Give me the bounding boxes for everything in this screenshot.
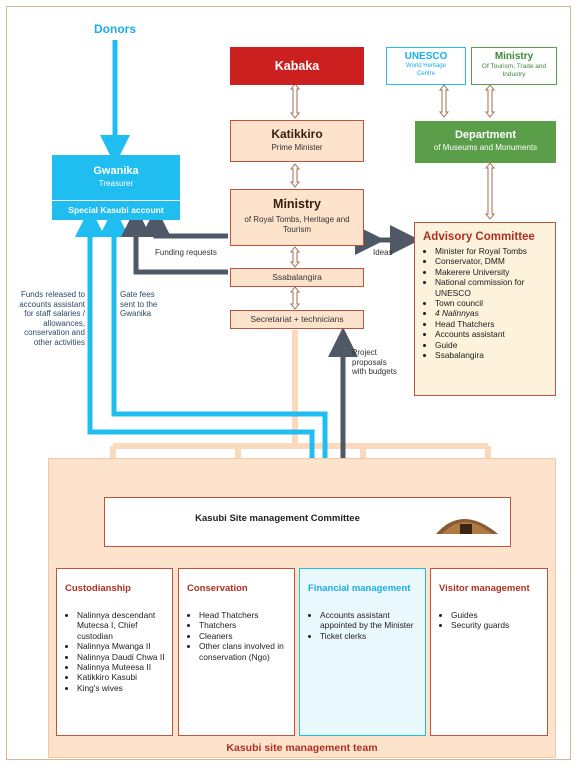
advisory-member: Town council xyxy=(435,298,549,308)
gwanika-subtitle: Treasurer xyxy=(98,179,134,188)
custodianship-item: Nalinnya Mwanga II xyxy=(77,641,166,651)
funds-released-label: Funds released to accounts assistant for… xyxy=(19,290,85,347)
advisory-members-list: Minister for Royal Tombs Conservator, DM… xyxy=(423,246,549,360)
department-title: Department xyxy=(454,129,517,141)
custodianship-title: Custodianship xyxy=(65,583,131,594)
advisory-member: National commission for UNESCO xyxy=(435,277,549,298)
advisory-member: Conservator, DMM xyxy=(435,256,549,266)
unesco-subtitle: World Heritage Centre xyxy=(406,63,446,77)
conservation-item: Cleaners xyxy=(199,631,288,641)
conservation-list: Head Thatchers Thatchers Cleaners Other … xyxy=(187,610,288,662)
visitor-management-panel: Visitor management Guides Security guard… xyxy=(430,568,548,736)
site-management-team-title: Kasubi site management team xyxy=(226,742,378,754)
advisory-member: Minister for Royal Tombs xyxy=(435,246,549,256)
conservation-item: Head Thatchers xyxy=(199,610,288,620)
visitor-management-item: Security guards xyxy=(451,620,541,630)
tomb-hut-icon xyxy=(436,519,498,534)
gate-fees-label: Gate fees sent to the Gwanika xyxy=(120,290,158,318)
site-committee-box: Kasubi Site management Committee xyxy=(104,497,511,547)
advisory-committee-box: Advisory Committee Minister for Royal To… xyxy=(414,222,556,396)
advisory-member: Accounts assistant xyxy=(435,329,549,339)
ssabalangira-box: Ssabalangira xyxy=(230,268,364,287)
financial-management-item: Accounts assistant appointed by the Mini… xyxy=(320,610,419,631)
visitor-management-item: Guides xyxy=(451,610,541,620)
ministry-box: Ministry of Royal Tombs, Heritage and To… xyxy=(230,189,364,246)
ministry-tourism-box: Ministry Of Tourism, Trade and Industry xyxy=(471,47,557,85)
advisory-member: Guide xyxy=(435,340,549,350)
ministry-title: Ministry xyxy=(273,197,321,211)
diagram-frame xyxy=(6,6,571,760)
custodianship-item: Nalinnya Muteesa II xyxy=(77,662,166,672)
financial-management-title: Financial management xyxy=(308,583,411,594)
visitor-management-title: Visitor management xyxy=(439,583,530,594)
financial-management-item: Ticket clerks xyxy=(320,631,419,641)
custodianship-item: Katikkiro Kasubi xyxy=(77,672,166,682)
ministry-subtitle: of Royal Tombs, Heritage and Tourism xyxy=(244,215,350,234)
custodianship-list: Nalinnya descendant Mutecsa I, Chief cus… xyxy=(65,610,166,693)
financial-management-list: Accounts assistant appointed by the Mini… xyxy=(308,610,419,641)
department-subtitle: of Museums and Monuments xyxy=(433,143,538,152)
ministry-tourism-title: Ministry xyxy=(494,51,534,62)
custodianship-item: King's wives xyxy=(77,683,166,693)
funding-requests-label: Funding requests xyxy=(155,248,217,257)
kabaka-box: Kabaka xyxy=(230,47,364,85)
financial-management-panel: Financial management Accounts assistant … xyxy=(299,568,426,736)
katikkiro-subtitle: Prime Minister xyxy=(271,143,323,152)
custodianship-panel: Custodianship Nalinnya descendant Mutecs… xyxy=(56,568,173,736)
conservation-title: Conservation xyxy=(187,583,248,594)
advisory-member: Makerere University xyxy=(435,267,549,277)
donors-label: Donors xyxy=(94,22,136,36)
conservation-item: Other clans involved in conservation (Ng… xyxy=(199,641,288,662)
ideas-label: Ideas xyxy=(373,248,393,257)
advisory-title: Advisory Committee xyxy=(423,231,535,243)
katikkiro-title: Katikkiro xyxy=(271,127,323,141)
advisory-member: Ssabalangira xyxy=(435,350,549,360)
secretariat-title: Secretariat + technicians xyxy=(250,314,344,324)
advisory-member: Head Thatchers xyxy=(435,319,549,329)
conservation-item: Thatchers xyxy=(199,620,288,630)
kabaka-title: Kabaka xyxy=(274,59,320,73)
gwanika-account: Special Kasubi account xyxy=(52,200,180,219)
gwanika-title: Gwanika xyxy=(93,165,139,177)
outline-arrows xyxy=(289,83,496,310)
secretariat-box: Secretariat + technicians xyxy=(230,310,364,329)
custodianship-item: Nalinnya Daudi Chwa II xyxy=(77,652,166,662)
project-proposals-label: Project proposals with budgets xyxy=(352,348,397,376)
funding-requests-line xyxy=(141,207,228,239)
advisory-member: 4 Nalinnyas xyxy=(435,308,549,318)
unesco-box: UNESCO World Heritage Centre xyxy=(386,47,466,85)
gwanika-box: Gwanika Treasurer Special Kasubi account xyxy=(52,155,180,220)
katikkiro-box: Katikkiro Prime Minister xyxy=(230,120,364,162)
ssabalangira-gwanika-line xyxy=(121,207,228,275)
custodianship-item: Nalinnya descendant Mutecsa I, Chief cus… xyxy=(77,610,166,641)
unesco-title: UNESCO xyxy=(404,51,448,62)
ministry-tourism-subtitle: Of Tourism, Trade and Industry xyxy=(481,63,547,78)
visitor-management-list: Guides Security guards xyxy=(439,610,541,631)
site-committee-title: Kasubi Site management Committee xyxy=(195,513,360,524)
conservation-panel: Conservation Head Thatchers Thatchers Cl… xyxy=(178,568,295,736)
ssabalangira-title: Ssabalangira xyxy=(272,272,322,282)
department-box: Department of Museums and Monuments xyxy=(415,121,556,163)
